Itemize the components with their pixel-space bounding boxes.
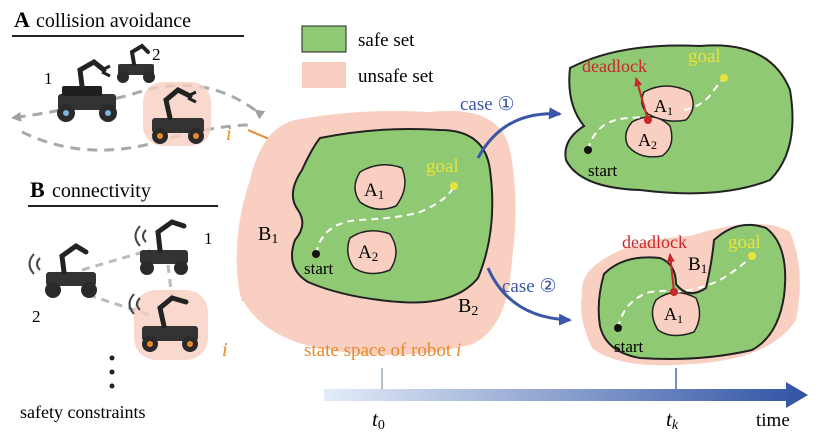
obstacle-a1: [354, 164, 406, 210]
case2-diagram: A1 deadlock goal B1 start: [581, 223, 800, 366]
panel-b: B connectivity 2 1: [20, 177, 228, 422]
ellipsis-dots: [109, 355, 115, 389]
case1-start-label: start: [588, 161, 618, 180]
region-b2-label: B2: [458, 295, 478, 319]
main-start-dot: [312, 250, 320, 258]
case2-deadlock-arrow: [666, 253, 675, 293]
case2-goal-dot: [748, 252, 756, 260]
case1-goal-label: goal: [688, 46, 721, 67]
link-1-2: [81, 248, 151, 272]
trajectory-lower: [21, 123, 251, 152]
case2-start-dot: [614, 324, 622, 332]
tk-label: tk: [666, 407, 679, 433]
panel-b-footer: safety constraints: [20, 402, 145, 422]
panel-b-letter: B: [30, 177, 45, 202]
legend-unsafe-swatch: [302, 62, 346, 88]
trajectory-upper: [11, 83, 266, 122]
main-path: [315, 185, 455, 255]
case2-label: case ②: [502, 276, 556, 297]
panel-a-letter: A: [14, 7, 30, 32]
case2-path-goal: [673, 255, 753, 293]
main-state-space: A1 A2 start goal B1 B2 state space of ro…: [236, 110, 516, 361]
t0-label: t0: [372, 407, 385, 433]
case1-diagram: A1 A2 deadlock goal start: [564, 44, 794, 195]
case2-obstacle-a1: [651, 291, 701, 337]
case1-deadlock-label: deadlock: [582, 56, 647, 76]
main-caption: state space of robot i: [304, 340, 461, 361]
main-safe-region: [291, 128, 494, 304]
main-goal-label: goal: [426, 156, 459, 177]
case2-start-label: start: [614, 337, 644, 356]
wifi-icon: [134, 225, 147, 247]
link-1-i: [166, 264, 174, 299]
robot-b2-label: 2: [32, 307, 41, 326]
main-goal-dot: [450, 182, 458, 190]
case1-deadlock-arrow: [634, 77, 649, 121]
robot-2-label: 2: [152, 45, 161, 64]
panel-a: A collision avoidance 1 2: [11, 7, 266, 152]
panel-b-title: connectivity: [52, 180, 151, 202]
case2-path-start: [617, 290, 675, 329]
case1-a2-label: A2: [638, 130, 657, 152]
case1-goal-dot: [720, 74, 728, 82]
panel-b-ego-label: i: [222, 339, 228, 361]
timeline: t0 tk time: [324, 368, 808, 433]
main-start-label: start: [304, 259, 334, 278]
legend-safe-swatch: [301, 25, 347, 53]
robot-1-icon: [57, 58, 117, 122]
case1-a1-label: A1: [654, 96, 673, 118]
region-b1-label: B1: [258, 223, 278, 247]
robot-ego-icon: [143, 82, 211, 146]
time-label: time: [756, 410, 790, 431]
legend: safe set unsafe set: [301, 25, 434, 88]
obstacle-a2: [347, 230, 397, 275]
case2-deadlock-label: deadlock: [622, 232, 687, 252]
case1-label: case ①: [460, 94, 514, 115]
robot-b1-label: 1: [204, 229, 213, 248]
panel-a-title: collision avoidance: [36, 10, 191, 32]
case2-arrow: [486, 267, 572, 326]
case2-b1-label: B1: [688, 254, 707, 276]
case2-safe-region: [597, 224, 787, 360]
legend-safe-label: safe set: [358, 30, 415, 51]
case1-start-dot: [584, 146, 592, 154]
obstacle-a2-label: A2: [358, 242, 378, 264]
robot-b2-icon: [45, 243, 97, 298]
robot-b1-icon: [140, 219, 188, 275]
obstacle-a1-label: A1: [364, 180, 384, 202]
robot-1-label: 1: [44, 69, 53, 88]
wifi-icon: [128, 293, 141, 315]
case1-obstacle-a2: [625, 116, 673, 158]
case1-arrow: [476, 107, 562, 159]
robot-b-ego-icon: [134, 290, 208, 360]
time-arrow: [324, 382, 808, 408]
case2-a1-label: A1: [664, 304, 683, 326]
robot-2-icon: [117, 43, 155, 83]
panel-a-ego-label: i: [226, 123, 232, 145]
legend-unsafe-label: unsafe set: [358, 66, 434, 87]
link-2-i: [87, 293, 151, 317]
case2-goal-label: goal: [728, 232, 761, 253]
wifi-icon: [28, 253, 41, 275]
